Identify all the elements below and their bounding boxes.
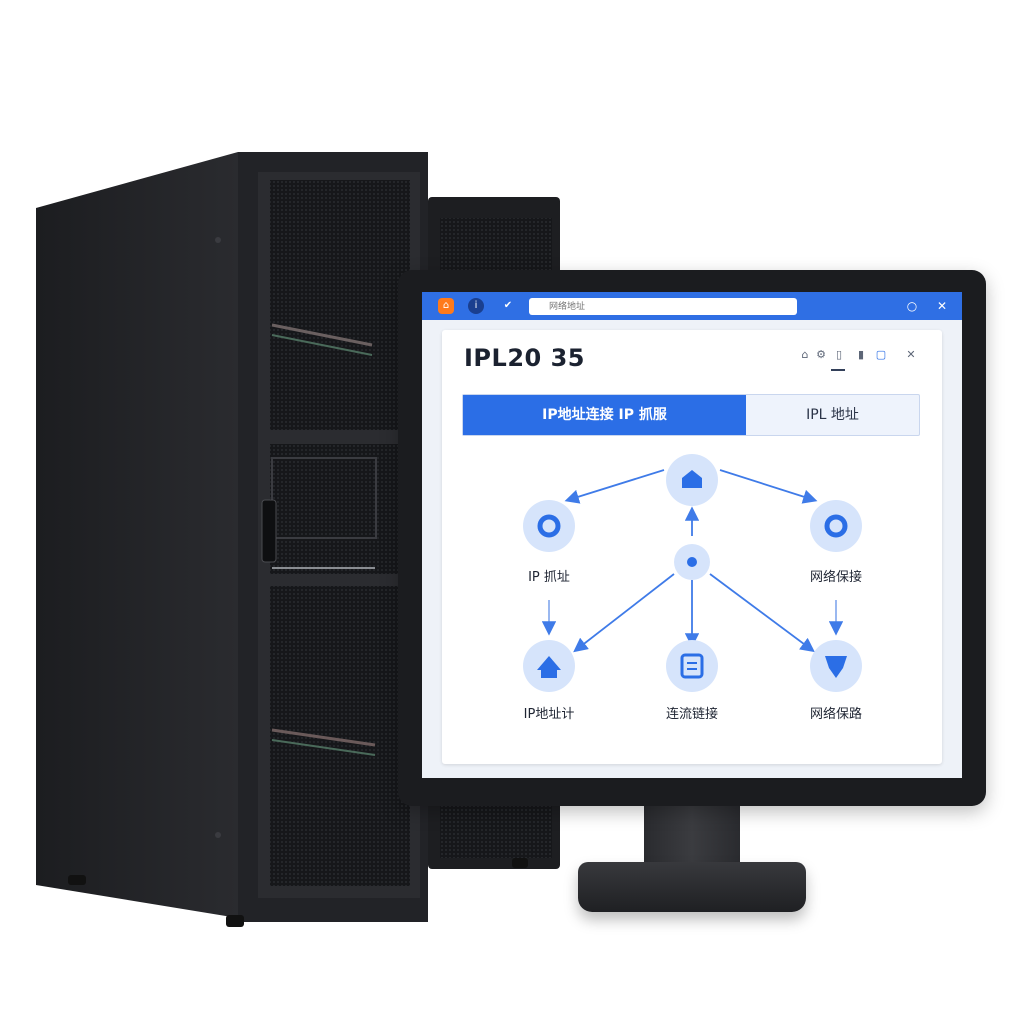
- edge-hub-to-right-bottom: [709, 573, 815, 653]
- node-top[interactable]: [666, 454, 718, 506]
- node-right-top[interactable]: [810, 500, 862, 552]
- dot-icon: [687, 557, 697, 567]
- node-hub[interactable]: [674, 544, 710, 580]
- node-right-bottom[interactable]: [810, 640, 862, 692]
- app-logo-icon: ⌂: [438, 298, 454, 314]
- document-icon: [680, 653, 704, 679]
- close-window-icon[interactable]: ✕: [906, 348, 916, 361]
- ring-icon: [824, 514, 848, 538]
- page-title: IPL20 35: [464, 344, 585, 372]
- node-center-bottom[interactable]: [666, 640, 718, 692]
- network-diagram: IP 抓址 网络保接 IP地址计 连流链接 网络保路: [442, 450, 942, 764]
- diagram-canvas: [523, 454, 862, 692]
- check-icon[interactable]: ✔: [503, 300, 513, 311]
- node-label-right-bottom: 网络保路: [809, 707, 862, 722]
- file-icon[interactable]: ▢: [875, 348, 887, 361]
- app-window: IPL20 35 ⌂ ⚙ ▯ ▮ ▢ ✕ IP地址连接 IP 抓服 IPL 地址: [442, 330, 942, 764]
- upload-icon: [682, 470, 702, 488]
- settings-icon[interactable]: ⚙: [816, 348, 826, 361]
- node-left-top[interactable]: [523, 500, 575, 552]
- battery-icon[interactable]: ▮: [857, 348, 865, 361]
- location-icon: [537, 514, 561, 538]
- tab-ipl-address[interactable]: IPL 地址: [806, 407, 859, 423]
- monitor-stand-base: [578, 862, 806, 912]
- node-label-right-top: 网络保接: [809, 570, 862, 585]
- node-label-left-top: IP 抓址: [528, 570, 570, 585]
- edge-top-to-left-top: [564, 469, 665, 504]
- circle-icon[interactable]: ○: [906, 299, 918, 313]
- rack-side-panel: [36, 152, 238, 918]
- shield-icon: [825, 656, 847, 678]
- tab-bar: IP地址连接 IP 抓服 IPL 地址: [462, 394, 920, 436]
- info-icon[interactable]: i: [468, 298, 484, 314]
- node-label-left-bottom: IP地址计: [523, 707, 575, 722]
- node-left-bottom[interactable]: [523, 640, 575, 692]
- edge-top-to-right-top: [719, 469, 818, 504]
- diagram-connectors: [541, 469, 844, 653]
- rack-front-door: [68, 152, 528, 927]
- close-icon[interactable]: ✕: [936, 299, 948, 313]
- search-input[interactable]: [529, 298, 797, 315]
- edge-hub-to-left-bottom: [573, 573, 675, 653]
- home-outline-icon[interactable]: ⌂: [801, 348, 809, 361]
- home-icon: [537, 656, 561, 678]
- mobile-icon[interactable]: ▯: [835, 348, 843, 361]
- monitor-neck: [644, 804, 740, 866]
- title-bar: ⌂ i ✔ ○ ✕: [422, 292, 962, 320]
- active-tool-indicator: [831, 369, 845, 371]
- monitor-screen: ⌂ i ✔ ○ ✕ IPL20 35 ⌂ ⚙ ▯ ▮ ▢ ✕ IP地址连接 IP…: [422, 292, 962, 778]
- node-label-center-bottom: 连流链接: [665, 707, 718, 722]
- tab-ip-connect[interactable]: IP地址连接 IP 抓服: [463, 395, 746, 435]
